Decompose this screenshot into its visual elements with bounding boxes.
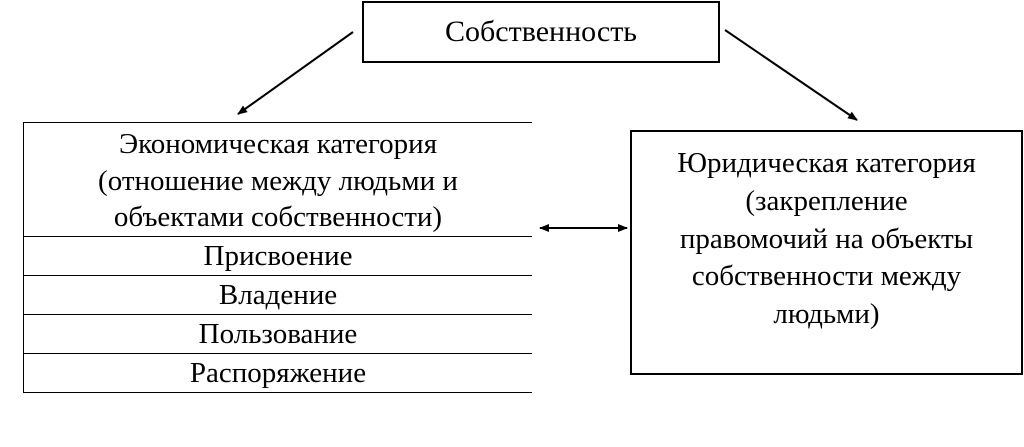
- table-row-disposal: Распоряжение: [24, 354, 532, 393]
- legal-line: людьми): [773, 298, 880, 331]
- arrow-to-legal: [724, 29, 858, 121]
- arrow-to-economic: [237, 31, 354, 115]
- row-label: Распоряжение: [189, 356, 367, 389]
- legal-line: Юридическая категория: [677, 147, 976, 179]
- row-label: Владение: [218, 278, 338, 311]
- row-label: Пользование: [198, 317, 358, 350]
- ownership-label: Собственность: [445, 15, 637, 48]
- table-row-appropriation: Присвоение: [24, 237, 532, 276]
- economic-header-line: (отношение между людьми и: [98, 164, 458, 197]
- legal-line: правомочий на объекты: [679, 222, 974, 255]
- table-row-possession: Владение: [24, 276, 532, 315]
- economic-header-line: Экономическая категория: [118, 128, 438, 160]
- table-row-use: Пользование: [24, 315, 532, 354]
- economic-header-line: объектами собственности): [113, 201, 443, 233]
- economic-category-table: Экономическая категория (отношение между…: [23, 122, 532, 393]
- legal-category-box: Юридическая категория (закрепление право…: [630, 130, 1023, 375]
- legal-line: (закрепление: [745, 184, 908, 217]
- economic-category-header: Экономическая категория (отношение между…: [24, 123, 532, 237]
- row-label: Присвоение: [203, 239, 353, 272]
- ownership-box: Собственность: [362, 1, 720, 63]
- legal-line: собственности между: [691, 260, 962, 293]
